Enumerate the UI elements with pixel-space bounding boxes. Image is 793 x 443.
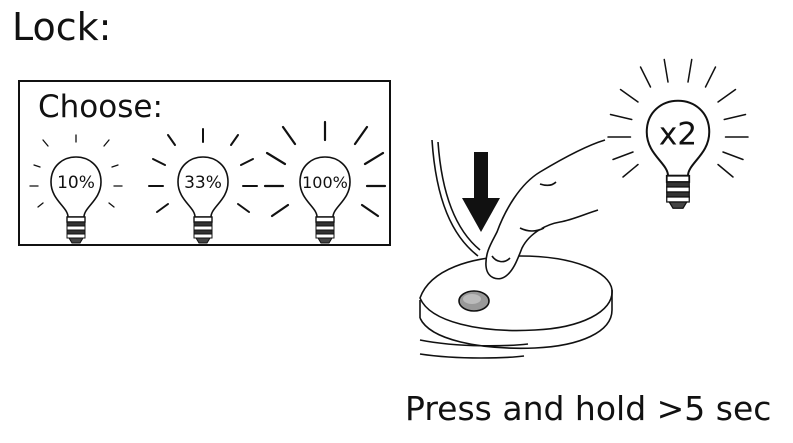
diagram-title: Lock:: [12, 5, 112, 49]
choose-label: Choose:: [38, 89, 163, 125]
bulb-10-percent: 10%: [29, 134, 123, 244]
bulb-33-percent: 33%: [148, 128, 258, 244]
bulb-33-label: 33%: [184, 173, 222, 193]
bulb-100-percent: 100%: [263, 120, 387, 244]
down-arrow-icon: [462, 152, 500, 232]
light-rays-flash: [607, 58, 749, 178]
light-rays-medium: [148, 128, 258, 213]
bulb-10-label: 10%: [57, 173, 95, 193]
lamp-button: [458, 290, 490, 312]
brightness-choice-panel: Choose:: [18, 80, 391, 246]
finger-pressing-icon: [485, 139, 606, 280]
light-rays-dim: [29, 134, 123, 208]
instruction-caption: Press and hold >5 sec: [405, 389, 772, 428]
indicator-bulb-label: x2: [659, 117, 697, 153]
lamp-base: [419, 139, 613, 359]
indicator-bulb: x2: [607, 58, 749, 210]
light-rays-bright: [263, 120, 387, 218]
bulb-100-label: 100%: [302, 173, 348, 192]
